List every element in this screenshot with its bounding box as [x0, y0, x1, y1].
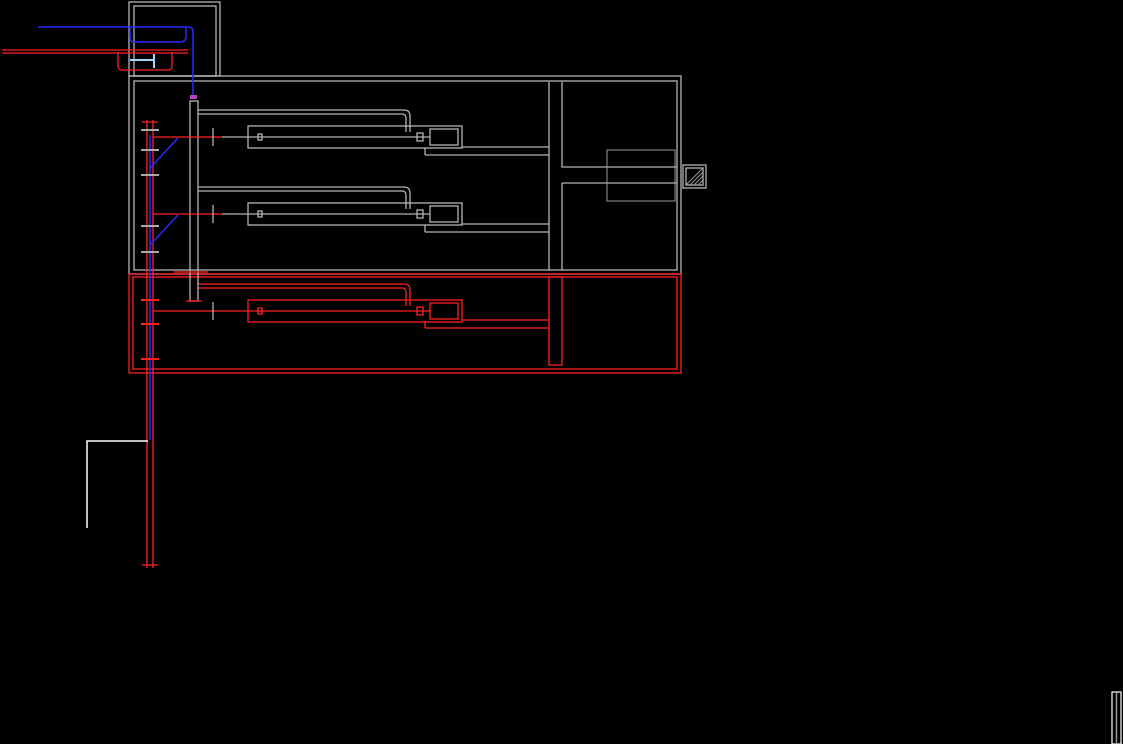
- tank-unit-1: [198, 109, 463, 149]
- gray-riser: [174, 100, 208, 302]
- hot-water-riser: [141, 120, 179, 568]
- lower-room-outline: [128, 273, 682, 374]
- hot-water-supply-pipe: [2, 49, 188, 71]
- internal-walls: [424, 82, 677, 270]
- upper-room-outline: [128, 75, 682, 275]
- lead-line: [86, 440, 148, 528]
- cold-water-pipe: [38, 26, 197, 99]
- tank-unit-3: [198, 283, 463, 323]
- tank-unit-2: [198, 186, 463, 226]
- hot-branches: [153, 128, 222, 320]
- vertical-scrollbar[interactable]: [1111, 691, 1122, 744]
- top-shaft-outline: [128, 1, 221, 77]
- vent-box: [682, 164, 707, 189]
- lower-internal-walls: [424, 276, 563, 366]
